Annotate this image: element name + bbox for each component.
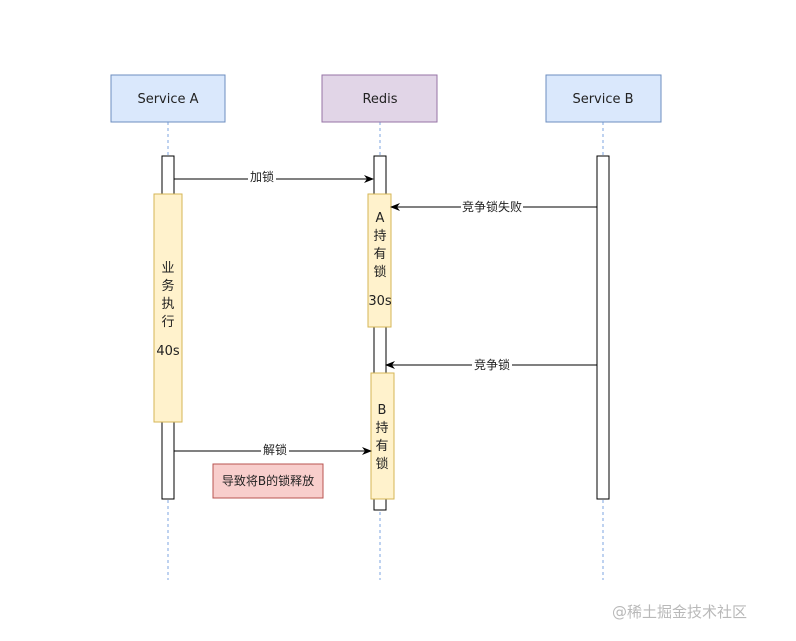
note-release-warning: 导致将B的锁释放 [212, 463, 324, 499]
activation-a-holds-lock: A 持 有 锁 30s [367, 193, 392, 328]
message-compete-label: 竞争锁 [474, 357, 510, 372]
participant-redis: Redis [321, 74, 438, 123]
a-lock-line-4: 锁 [373, 264, 386, 280]
a-lock-line-2: 持 [373, 229, 386, 244]
message-lock-label: 加锁 [250, 169, 274, 184]
a-business-line-4: 行 [161, 315, 174, 330]
activation-service-b [596, 155, 610, 500]
a-lock-line-3: 有 [373, 247, 386, 262]
message-unlock: 解锁 [174, 442, 372, 457]
participant-redis-label: Redis [362, 92, 397, 107]
message-unlock-label: 解锁 [263, 442, 287, 457]
participant-service-b-label: Service B [572, 92, 633, 107]
a-business-line-2: 务 [161, 278, 174, 294]
participant-service-b: Service B [545, 74, 662, 123]
a-business-line-1: 业 [161, 261, 174, 276]
watermark: @稀土掘金技术社区 [612, 603, 748, 621]
message-compete-fail-label: 竞争锁失败 [462, 199, 522, 214]
a-lock-line-1: A [376, 211, 385, 226]
b-lock-line-1: B [378, 403, 387, 418]
b-lock-line-4: 锁 [375, 456, 388, 472]
message-compete: 竞争锁 [385, 357, 597, 372]
activation-a-business: 业 务 执 行 40s [153, 193, 183, 423]
message-compete-fail: 竞争锁失败 [390, 199, 597, 214]
participant-service-a-label: Service A [137, 92, 198, 107]
message-lock: 加锁 [174, 169, 374, 184]
participant-service-a: Service A [110, 74, 226, 123]
b-lock-line-3: 有 [375, 439, 388, 454]
a-lock-duration: 30s [368, 294, 392, 309]
a-business-line-3: 执 [161, 297, 174, 312]
activation-b-holds-lock: B 持 有 锁 [370, 372, 395, 500]
note-release-warning-label: 导致将B的锁释放 [222, 473, 314, 488]
b-lock-line-2: 持 [375, 421, 388, 436]
a-business-duration: 40s [156, 344, 180, 359]
